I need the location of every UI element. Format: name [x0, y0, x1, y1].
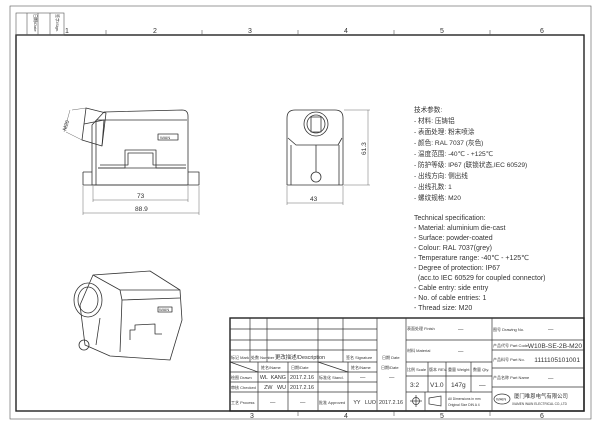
dim-73: 73: [137, 193, 145, 200]
zone-5-bottom: 5: [440, 413, 444, 420]
approved-name: YY LUO: [353, 400, 376, 406]
stand-name: —: [360, 375, 366, 381]
drawn-name: WL KANG: [260, 375, 286, 381]
notes-en-item: - Degree of protection: IP67: [414, 265, 500, 272]
notes-cn-item: - 出线孔数: 1: [414, 182, 452, 191]
rev-value: V1.0: [430, 382, 444, 389]
zone-markers-bottom: 3 4 5 6: [250, 411, 544, 420]
part-name-value: —: [548, 376, 554, 382]
date-header-2: 日期/Date: [291, 364, 309, 370]
company-logo-text: WAIN: [496, 397, 506, 402]
part-code-value: W10B-SE-2B-M20: [528, 343, 583, 350]
approved-label: 批准 Approved: [319, 399, 345, 405]
zone-2: 2: [153, 28, 157, 35]
zone-5: 5: [440, 28, 444, 35]
stand-date: —: [389, 375, 395, 381]
finish-value: —: [458, 327, 464, 333]
zone-3-bottom: 3: [250, 413, 254, 420]
date-header-3: 日期/Date: [381, 364, 399, 370]
mark-header: 标记 Mark: [231, 354, 249, 360]
notes-cn-item: - 防护等级: IP67 (联锁状态,IEC 60529): [414, 160, 527, 169]
part-name-label: 产品名称 Part Name: [493, 374, 530, 380]
company-name-cn: 厦门唯恩电气有限公司: [514, 392, 568, 400]
dim-43: 43: [310, 196, 318, 203]
notes-en-item: - Material: aluminium die-cast: [414, 225, 505, 232]
checked-label: 审核 Checked: [231, 384, 256, 390]
corner-label-sign: 签字/Sign.: [55, 14, 61, 32]
process-date: —: [300, 400, 306, 406]
dims-note-2: Original Size DIN A 4: [448, 403, 480, 407]
notes-cn-item: - 材料: 压铸铝: [414, 116, 455, 125]
zone-6-bottom: 6: [540, 413, 544, 420]
notes-en-item: - Surface: powder-coated: [414, 235, 493, 242]
zone-markers-top: 1 2 3 4 5 6: [65, 28, 544, 35]
zone-4-bottom: 4: [344, 413, 348, 420]
notes-cn-item: - 出线方向: 侧出线: [414, 171, 468, 180]
name-header: 姓名/Name: [261, 364, 282, 370]
description-header: 更改描述/Description: [275, 353, 325, 361]
zone-3: 3: [248, 28, 252, 35]
notes-cn-item: - 颜色: RAL 7037 (灰色): [414, 138, 483, 147]
notes-en-item: - Cable entry: side entry: [414, 285, 489, 292]
company-logo: WAIN: [493, 393, 511, 405]
notes-en-item: (acc.to IEC 60529 for coupled connector): [414, 275, 546, 282]
signature-header: 签名 Signature: [346, 354, 373, 360]
drawn-label: 绘图 Drawn: [231, 374, 252, 380]
date-header: 日期 Date: [382, 354, 400, 360]
dim-88-9: 88.9: [135, 206, 148, 213]
zone-6: 6: [540, 28, 544, 35]
corner-registration-box: 日期/Date 签字/Sign.: [15, 12, 65, 36]
drawing-no-label: 图号 Drawing No.: [493, 326, 524, 332]
name-header-2: 姓名/Name: [351, 364, 372, 370]
part-no-value: 1111105101001: [534, 357, 580, 364]
qty-label: 数量 Qty.: [473, 366, 489, 372]
notes-cn-item: - 表面处理: 粉末喷涂: [414, 127, 475, 136]
technical-notes: 技术参数: - 材料: 压铸铝 - 表面处理: 粉末喷涂 - 颜色: RAL 7…: [414, 105, 546, 312]
thread-label: M20: [62, 120, 71, 132]
checked-name: ZW WU: [264, 385, 286, 391]
approved-date: 2017.2.16: [379, 400, 403, 406]
weight-value: 147g: [451, 382, 466, 389]
material-value: —: [458, 349, 464, 355]
notes-en-item: - Thread size: M20: [414, 305, 472, 312]
rev-label: 版本 REV.: [429, 366, 447, 372]
iso-logo: WAIN: [159, 307, 169, 312]
notes-cn-title: 技术参数:: [414, 105, 442, 114]
stand-label: 标准化 Stand.: [319, 374, 344, 380]
notes-en-title: Technical specification:: [414, 215, 486, 222]
scale-label: 比例 Scale: [407, 366, 427, 372]
notes-cn-item: - 温度范围: -40℃ - +125℃: [414, 149, 493, 158]
material-label: 材料 Material: [407, 347, 430, 353]
checked-date: 2017.2.16: [290, 385, 314, 391]
dim-61-3: 61.3: [361, 142, 368, 155]
title-block: 标记 Mark 处数 Number 更改描述/Description 签名 Si…: [229, 317, 585, 412]
front-view: 61.3 43: [286, 109, 370, 205]
notes-en-item: - Temperature range: -40℃ - +125℃: [414, 255, 529, 262]
process-name: —: [270, 400, 276, 406]
zone-4: 4: [344, 28, 348, 35]
part-no-label: 产品料号 Part No.: [493, 356, 525, 362]
drawn-date: 2017.2.16: [290, 375, 314, 381]
weight-label: 重量 Weight: [448, 366, 470, 372]
dims-note-1: All Dimensions in mm: [448, 397, 481, 401]
notes-cn-item: - 螺纹规格: M20: [414, 193, 461, 202]
isometric-view: WAIN: [73, 270, 183, 361]
side-logo: WAIN: [160, 135, 170, 140]
process-label: 工艺 Process: [231, 400, 255, 405]
notes-en-item: - Colour: RAL 7037(grey): [414, 245, 492, 252]
projection-symbol-icon: [410, 395, 442, 407]
qty-value: —: [479, 382, 486, 389]
zone-1: 1: [65, 28, 69, 35]
part-code-label: 产品代号 Part Code: [493, 342, 529, 348]
number-header: 处数 Number: [251, 354, 275, 360]
finish-label: 表面处理 Finish: [407, 325, 435, 331]
side-view: WAIN M20 73 88.9: [62, 107, 200, 215]
notes-en-item: - No. of cable entries: 1: [414, 295, 486, 302]
drawing-no-value: —: [548, 327, 554, 333]
outer-border: [9, 5, 592, 420]
scale-value: 3:2: [410, 382, 419, 389]
corner-label-date: 日期/Date: [33, 14, 39, 32]
company-name-en: XIAMEN WAIN ELECTRICAL CO.,LTD: [512, 402, 568, 406]
